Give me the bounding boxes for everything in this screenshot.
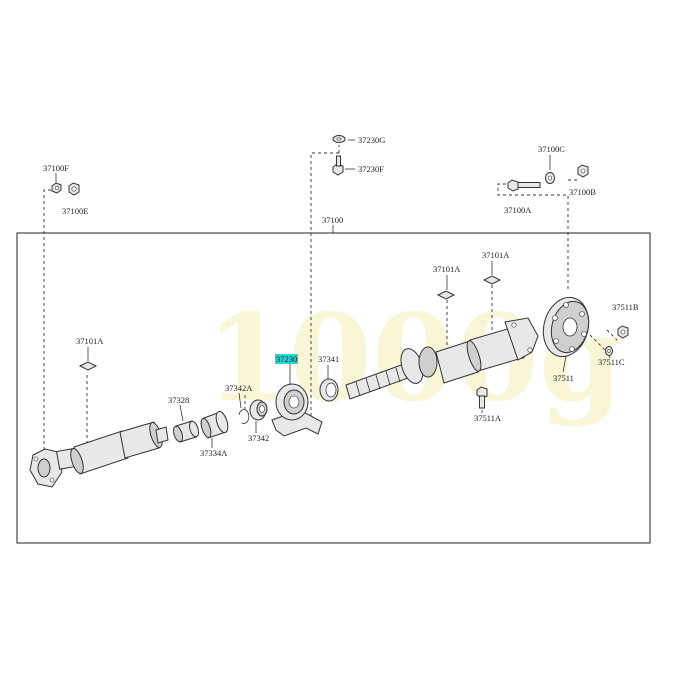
hardware-37100e-nut[interactable] (68, 182, 80, 196)
hardware-37100a-bolt[interactable] (507, 179, 541, 192)
hardware-37511a-bolt[interactable] (476, 386, 488, 409)
part-37342-bearing[interactable] (249, 399, 268, 421)
hardware-37511b-nut[interactable] (617, 325, 629, 339)
clip-37101a-right[interactable] (482, 275, 502, 285)
label-37100a[interactable]: 37100A (504, 205, 532, 215)
label-37100c[interactable]: 37100C (538, 144, 565, 154)
label-37101a-right[interactable]: 37101A (482, 250, 510, 260)
label-37328[interactable]: 37328 (168, 395, 189, 405)
label-leaders (55, 139, 611, 448)
label-37342a[interactable]: 37342A (225, 383, 253, 393)
label-37100f[interactable]: 37100F (43, 163, 69, 173)
dashed-leaders (43, 145, 618, 455)
part-37511-flex-coupling[interactable] (537, 292, 595, 361)
label-37230[interactable]: 37230 (276, 354, 297, 364)
label-37511b[interactable]: 37511B (612, 302, 639, 312)
label-37230f[interactable]: 37230F (358, 164, 384, 174)
label-37334a[interactable]: 37334A (200, 448, 228, 458)
part-37230-center-bearing[interactable] (271, 383, 323, 437)
part-37328-sleeve[interactable] (172, 420, 201, 443)
clip-37101a-mid[interactable] (436, 290, 456, 300)
part-37230-highlight (275, 354, 298, 364)
label-37101a-left[interactable]: 37101A (76, 336, 104, 346)
assembly-frame (16, 232, 651, 544)
part-37334a-boot[interactable] (199, 410, 230, 439)
hardware-37230f-bolt[interactable] (332, 155, 344, 176)
label-37511c[interactable]: 37511C (598, 357, 625, 367)
hardware-37100f-nut[interactable] (51, 182, 62, 194)
rear-propeller-shaft[interactable] (345, 317, 539, 400)
label-37100e[interactable]: 37100E (62, 206, 88, 216)
label-37341[interactable]: 37341 (318, 354, 339, 364)
clip-37101a-left[interactable] (78, 361, 98, 371)
part-37342a-snap-ring[interactable] (238, 409, 250, 424)
label-37230g[interactable]: 37230G (358, 135, 385, 145)
label-37100[interactable]: 37100 (322, 215, 343, 225)
part-37341-seal[interactable] (319, 378, 339, 402)
label-37511a[interactable]: 37511A (474, 413, 502, 423)
label-37342[interactable]: 37342 (248, 433, 269, 443)
part-labels: 37230G 37230F 37100C 37100F 37100E 37100… (43, 135, 639, 458)
label-37100b[interactable]: 37100B (569, 187, 596, 197)
hardware-37230g-washer[interactable] (332, 135, 346, 143)
hardware-37100c-washer[interactable] (545, 172, 555, 184)
hardware-37511c-washer[interactable] (605, 346, 613, 356)
hardware-37100b-nut[interactable] (577, 164, 589, 178)
label-37101a-mid[interactable]: 37101A (433, 264, 461, 274)
label-37511[interactable]: 37511 (553, 373, 574, 383)
front-propeller-shaft[interactable] (29, 421, 169, 488)
